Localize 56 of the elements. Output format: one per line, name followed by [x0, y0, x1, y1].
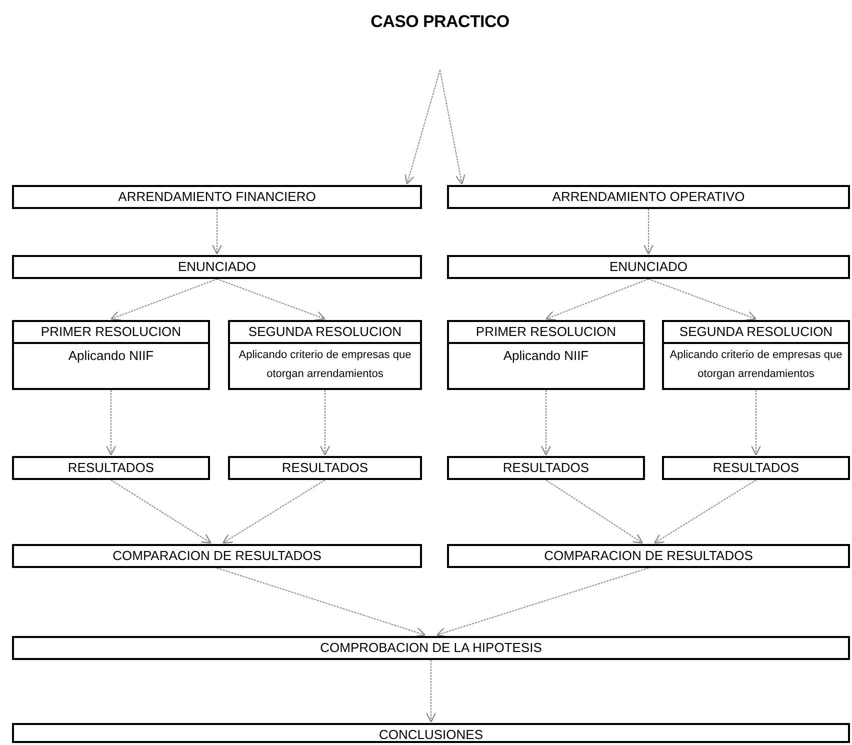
process-box	[447, 255, 850, 279]
arrow	[540, 390, 552, 456]
box-label: RESULTADOS	[68, 459, 154, 477]
box-text: Aplicando criterio de empresas que otorgan arrendamientos	[670, 349, 842, 380]
box-heading: PRIMER RESOLUCION	[476, 323, 616, 341]
arrow	[222, 480, 326, 544]
process-box	[12, 456, 210, 480]
box-text: Aplicando NIIF	[503, 348, 589, 363]
process-box	[447, 320, 645, 390]
process-box	[12, 320, 210, 390]
arrow	[654, 480, 756, 544]
arrow	[643, 208, 654, 255]
box-label: RESULTADOS	[712, 459, 800, 477]
process-box	[447, 544, 850, 568]
box-heading: SEGUNDA RESOLUCION	[679, 323, 833, 341]
process-box	[228, 456, 422, 480]
process-box	[662, 456, 850, 480]
arrow	[212, 208, 222, 255]
arrow	[110, 278, 218, 321]
process-box	[12, 255, 422, 279]
arrow	[216, 278, 326, 321]
box-label: ARRENDAMIENTO OPERATIVO	[552, 188, 745, 206]
process-box	[12, 723, 850, 743]
process-box	[662, 320, 850, 390]
box-text: Aplicando NIIF	[68, 348, 154, 363]
box-label: COMPARACION DE RESULTADOS	[544, 547, 753, 565]
diagram-title: CASO PRACTICO	[340, 8, 540, 36]
arrow	[426, 660, 436, 723]
box-label: COMPARACION DE RESULTADOS	[112, 547, 322, 565]
box-text: Aplicando criterio de empresas que otorgan arrendamientos	[238, 349, 412, 380]
box-label: RESULTADOS	[282, 459, 368, 477]
box-heading: SEGUNDA RESOLUCION	[248, 323, 402, 341]
box-label: CONCLUSIONES	[378, 726, 484, 744]
arrow	[404, 70, 440, 185]
arrow	[110, 480, 212, 544]
arrow	[216, 568, 426, 638]
arrow	[436, 568, 649, 638]
box-heading: PRIMER RESOLUCION	[40, 323, 182, 341]
box-label: ENUNCIADO	[609, 258, 688, 276]
box-label: ARRENDAMIENTO FINANCIERO	[118, 188, 316, 206]
process-box	[12, 636, 850, 660]
box-label: ENUNCIADO	[178, 258, 256, 276]
process-box	[228, 320, 422, 390]
arrow	[106, 390, 116, 456]
arrow	[750, 390, 762, 456]
arrow	[320, 390, 330, 456]
process-box	[12, 185, 422, 209]
arrow	[648, 278, 757, 321]
arrow	[545, 278, 649, 320]
arrow	[440, 70, 466, 185]
arrow	[546, 480, 644, 544]
process-box	[447, 456, 645, 480]
box-label: RESULTADOS	[502, 459, 590, 477]
process-box	[12, 544, 422, 568]
process-box	[447, 185, 850, 209]
box-label: COMPROBACION DE LA HIPOTESIS	[320, 639, 542, 657]
